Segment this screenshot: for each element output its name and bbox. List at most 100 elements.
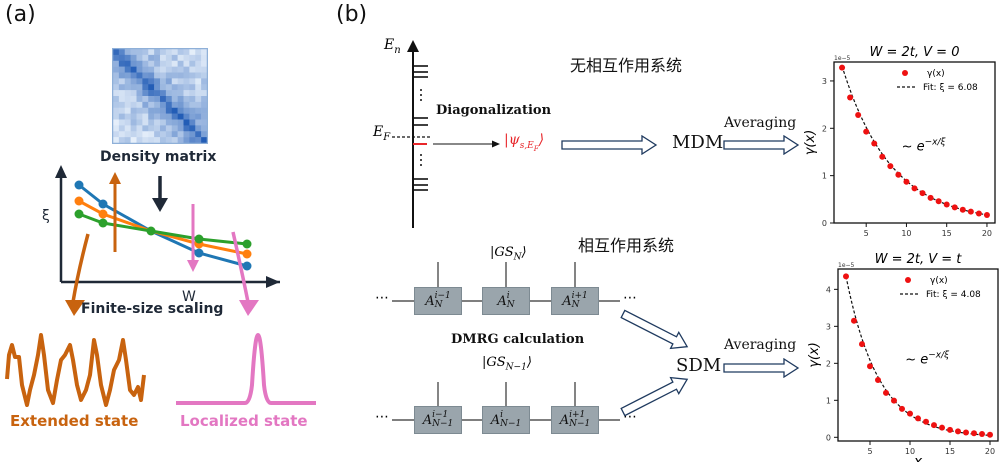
heatmap-cell <box>189 113 196 120</box>
heatmap-cell <box>142 119 149 126</box>
localized-state-wavefunction <box>176 332 316 405</box>
heatmap-cell <box>177 125 184 132</box>
heatmap-cell <box>160 131 167 138</box>
y-offset-label: 1e−5 <box>834 55 851 62</box>
psi-to-mdm-arrow <box>561 135 658 155</box>
heatmap-cell <box>130 78 137 85</box>
psi-close: ⟩ <box>538 132 545 148</box>
extended-up-arrowhead <box>109 172 121 184</box>
heatmap-cell <box>136 131 143 138</box>
heatmap-cell <box>113 78 120 85</box>
y-offset-label: 1e−5 <box>838 262 855 269</box>
data-point <box>875 376 881 383</box>
data-point <box>935 198 942 205</box>
heatmap-cell <box>142 54 149 62</box>
heatmap-cell <box>148 119 155 126</box>
decay-annotation: ~ e−x/ξ <box>902 138 947 155</box>
y-tick-label: 3 <box>822 77 827 86</box>
heatmap-cell <box>201 78 208 85</box>
heatmap-cell <box>154 137 161 144</box>
heatmap-cell <box>183 78 190 85</box>
heatmap-cell <box>195 137 202 144</box>
heatmap-cell <box>195 60 202 67</box>
data-point <box>951 204 958 211</box>
heatmap-cell <box>154 107 161 114</box>
data-point <box>891 397 897 404</box>
heatmap-cell <box>118 137 126 144</box>
heatmap-cell <box>148 60 155 67</box>
heatmap-cell <box>165 131 173 138</box>
heatmap-cell <box>189 60 196 67</box>
data-point <box>979 430 985 437</box>
heatmap-cell <box>201 119 208 126</box>
heatmap-cell <box>148 137 155 144</box>
heatmap-cell <box>177 119 184 126</box>
heatmap-cell <box>118 119 126 126</box>
series-blue-point <box>74 180 84 190</box>
heatmap-cell <box>130 60 137 67</box>
x-tick-label: 20 <box>985 447 995 456</box>
y-tick-label: 0 <box>826 433 831 442</box>
heatmap-cell <box>130 72 137 79</box>
heatmap-cell <box>124 54 131 62</box>
heatmap-cell <box>136 49 143 56</box>
diagonalization-arrow <box>433 140 500 148</box>
data-point <box>971 430 977 437</box>
heatmap-cell <box>113 125 120 132</box>
heatmap-cell <box>124 60 131 67</box>
legend-label-points: γ(x) <box>930 276 948 286</box>
heatmap-cell <box>189 54 196 62</box>
heatmap-cell <box>154 119 161 126</box>
heatmap-cell <box>136 125 143 132</box>
heatmap-cell <box>154 131 161 138</box>
heatmap-cell <box>189 84 196 91</box>
energy-axis-arrowhead <box>407 40 419 52</box>
heatmap-cell <box>142 66 149 73</box>
y-axis-label: ξ <box>42 208 50 224</box>
series-green-point <box>98 218 108 228</box>
heatmap-cell <box>165 119 173 126</box>
heatmap-cell <box>189 137 196 144</box>
heatmap-border <box>112 48 208 144</box>
data-point <box>963 429 969 436</box>
heatmap-cell <box>148 84 155 91</box>
heatmap-cell <box>201 66 208 73</box>
heatmap-cell <box>130 137 137 144</box>
heatmap-cell <box>136 107 143 114</box>
localized-arrowhead <box>239 300 259 316</box>
heatmap-cell <box>195 54 202 62</box>
heatmap-cell <box>130 119 137 126</box>
x-tick-label: 5 <box>864 229 869 238</box>
ellipsis-dot <box>420 159 422 161</box>
sdm-averaging-arrow <box>723 358 800 378</box>
heatmap-cell <box>142 137 149 144</box>
localized-state-label: Localized state <box>180 412 308 430</box>
heatmap-cell <box>160 66 167 73</box>
heatmap-cell <box>160 107 167 114</box>
y-tick-label: 2 <box>826 359 831 368</box>
heatmap-cell <box>171 131 178 138</box>
series-blue-point <box>242 261 252 271</box>
heatmap-cell <box>201 113 208 120</box>
heatmap-cell <box>124 131 131 138</box>
data-point <box>947 426 953 433</box>
heatmap-cell <box>118 90 126 97</box>
heatmap-cell <box>154 49 161 56</box>
heatmap-cell <box>142 60 149 67</box>
sdm-label: SDM <box>676 355 722 376</box>
heatmap-cell <box>189 49 196 56</box>
heatmap-cell <box>118 66 126 73</box>
heatmap-cell <box>113 72 120 79</box>
heatmap-cell <box>177 49 184 56</box>
heatmap-cell <box>177 113 184 120</box>
heatmap-cell <box>165 113 173 120</box>
heatmap-cell <box>130 125 137 132</box>
heatmap-cell <box>142 125 149 132</box>
heatmap-cell <box>201 49 208 56</box>
down-arrowhead <box>152 198 168 212</box>
heatmap-cell <box>113 113 120 120</box>
